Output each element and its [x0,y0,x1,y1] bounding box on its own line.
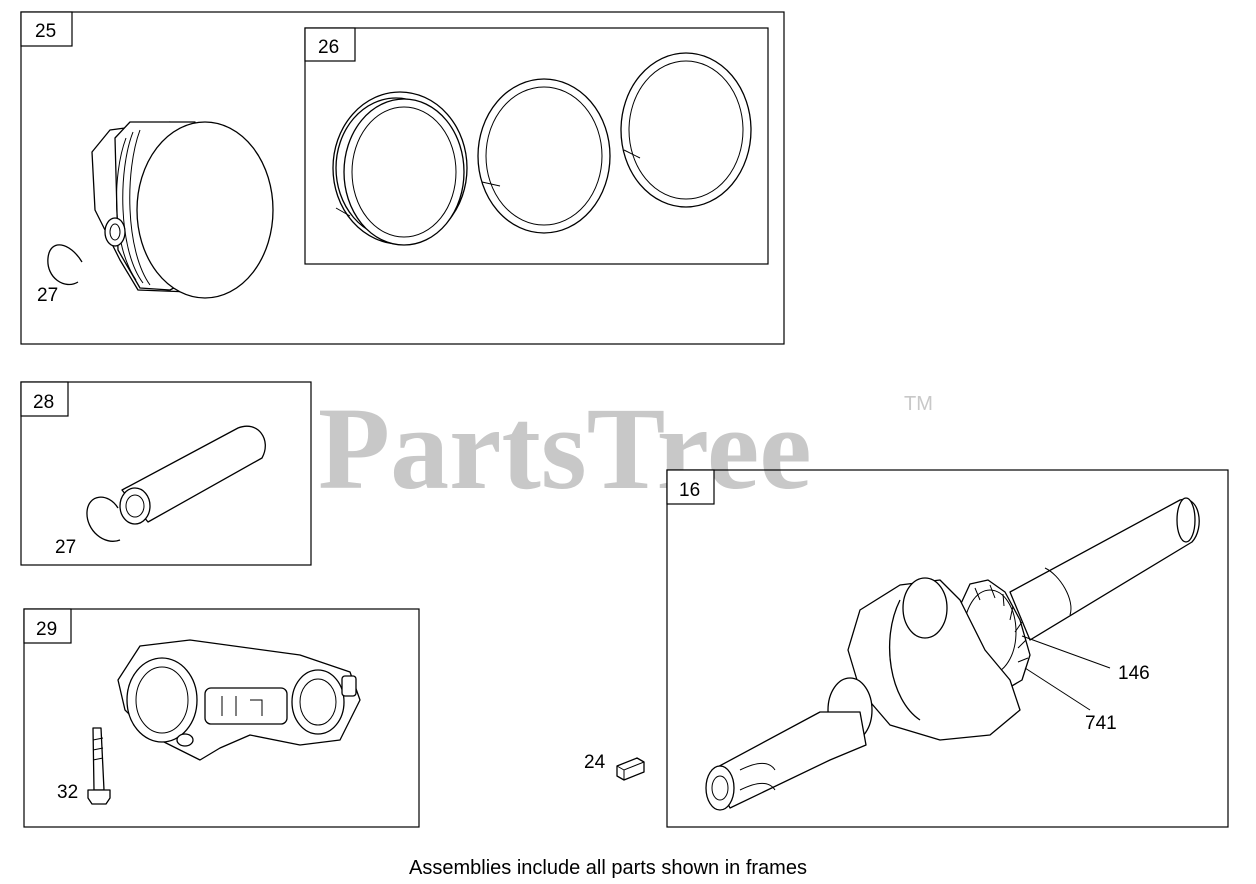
ring-set-part[interactable] [332,91,468,246]
callout-741: 741 [1085,713,1117,734]
crankshaft-part[interactable] [705,497,1200,811]
frame-29-border [23,608,420,828]
watermark-trademark: TM [904,393,933,415]
frame-25-tag [20,11,73,47]
frame-28-tag [20,381,69,417]
callout-27-top: 27 [37,285,58,306]
circlip-part-2[interactable] [86,496,121,542]
callout-27-bottom: 27 [55,537,76,558]
leader-741 [1024,667,1091,711]
frame-16-number: 16 [679,480,700,501]
connecting-rod-part[interactable] [117,639,361,761]
crankshaft-key-part[interactable] [616,757,645,781]
frame-29-connecting-rod[interactable]: 29 32 [23,608,420,828]
piston-pin-part[interactable] [119,425,266,525]
frame-16-border [666,469,1229,828]
frame-16-tag [666,469,715,505]
ring-middle-part[interactable] [477,78,611,234]
frame-25-piston-assembly[interactable]: 25 27 26 [20,11,785,345]
frame-25-border [20,11,785,345]
callout-24: 24 [584,752,606,773]
frame-26-number: 26 [318,37,339,58]
watermark-brand: PartsTree [318,383,812,514]
frame-16-crankshaft[interactable]: 16 146 741 [666,469,1229,828]
frame-28-number: 28 [33,392,54,413]
frame-28-piston-pin[interactable]: 28 27 [20,381,312,566]
frame-26-border [304,27,769,265]
frame-26-tag [304,27,356,62]
diagram-caption: Assemblies include all parts shown in fr… [409,857,807,879]
rod-bolt-part[interactable] [87,727,111,805]
callout-146: 146 [1118,663,1150,684]
frame-28-border [20,381,312,566]
piston-part[interactable] [91,121,274,299]
frame-29-number: 29 [36,619,57,640]
frame-25-number: 25 [35,21,56,42]
frame-26-piston-rings[interactable]: 26 [304,27,769,265]
ring-top-part[interactable] [620,52,752,208]
callout-32: 32 [57,782,78,803]
circlip-part[interactable] [47,244,83,286]
frame-29-tag [23,608,72,644]
leader-146 [1021,635,1111,669]
